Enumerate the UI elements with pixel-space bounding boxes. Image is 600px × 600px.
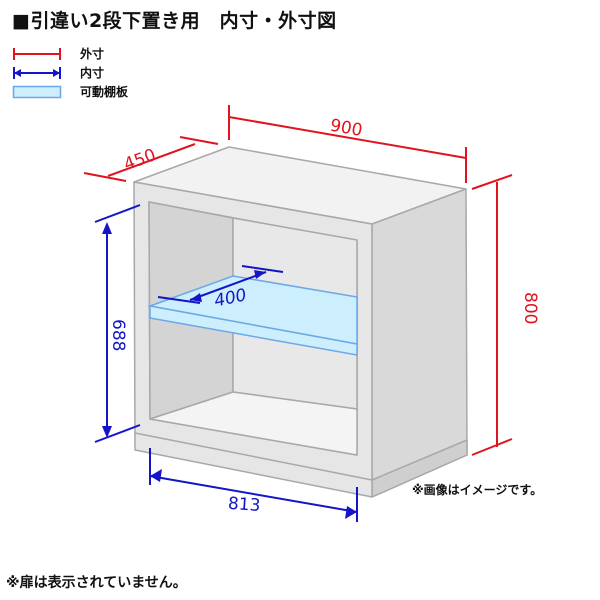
movable-shelf-swatch-icon	[12, 85, 62, 98]
shelf-front	[149, 305, 358, 356]
dim-450-label: 450	[121, 145, 158, 175]
legend-label-inner: 内寸	[80, 66, 105, 80]
dim-813-label: 813	[227, 494, 261, 516]
movable-shelf	[147, 275, 358, 356]
legend-label-outer: 外寸	[80, 47, 105, 61]
dim-400-line	[189, 271, 267, 301]
image-disclaimer-note: ※画像はイメージです。	[412, 483, 543, 497]
inner-dimension-arrow-icon	[13, 66, 61, 79]
outer-dimension-line-icon	[13, 47, 61, 60]
legend-item-outer: 外寸	[12, 44, 128, 63]
door-not-shown-note: ※扉は表示されていません。	[6, 575, 187, 591]
cabinet-plinth-line	[134, 432, 373, 481]
legend-label-shelf: 可動棚板	[80, 85, 129, 99]
outer-dimensions	[83, 105, 513, 456]
legend-item-inner: 内寸	[12, 63, 128, 82]
opening-floor	[149, 391, 358, 456]
dim-688-label: 688	[108, 319, 128, 351]
legend: 外寸 内寸 可動棚板	[12, 44, 128, 101]
dim-900-label: 900	[328, 116, 363, 141]
dim-813-line	[149, 475, 358, 513]
dim-450-line	[107, 143, 196, 177]
dim-800-label: 800	[520, 292, 540, 324]
page-title: ■引違い2段下置き用 内寸・外寸図	[12, 10, 337, 32]
inner-dimensions	[94, 204, 358, 522]
legend-item-shelf: 可動棚板	[12, 82, 128, 101]
dim-900-line	[228, 116, 467, 159]
cabinet	[133, 146, 468, 498]
